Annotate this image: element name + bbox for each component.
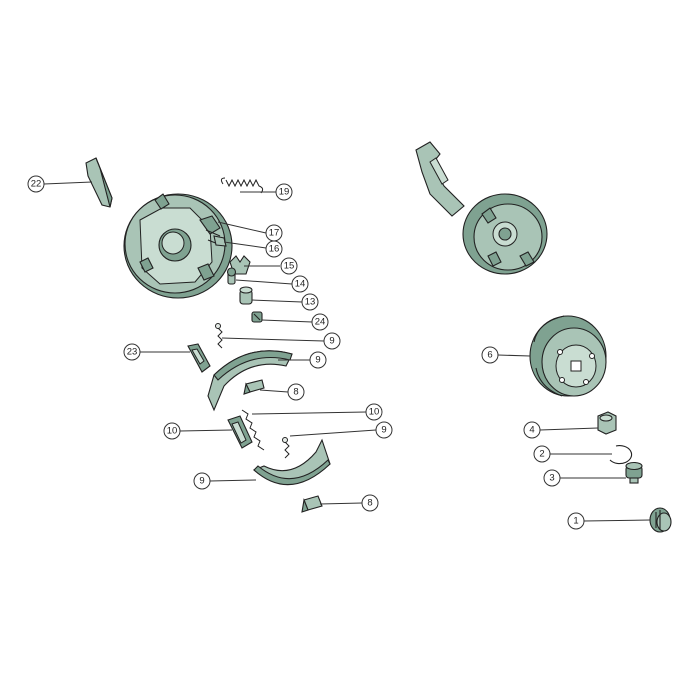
back-plate-assembly bbox=[123, 193, 233, 299]
callout-13: 13 bbox=[301, 293, 319, 311]
svg-text:24: 24 bbox=[315, 317, 326, 328]
part-19-spring bbox=[220, 177, 264, 194]
callout-19: 19 bbox=[275, 183, 293, 201]
svg-text:9: 9 bbox=[199, 476, 204, 487]
callout-16: 16 bbox=[265, 240, 283, 258]
callout-23: 23 bbox=[123, 343, 141, 361]
part-16-clip bbox=[213, 235, 227, 247]
callout-10-lower: 9 bbox=[375, 421, 393, 439]
callout-8-upper: 8 bbox=[287, 383, 305, 401]
part-23-adjuster bbox=[187, 343, 211, 373]
part-12-strut bbox=[227, 415, 253, 449]
part-10-spring-lower bbox=[282, 437, 290, 459]
svg-text:19: 19 bbox=[279, 187, 290, 198]
svg-text:10: 10 bbox=[369, 407, 380, 418]
part-4-nut bbox=[597, 411, 617, 435]
svg-text:16: 16 bbox=[269, 244, 280, 255]
svg-text:10: 10 bbox=[167, 426, 178, 437]
callout-14: 14 bbox=[291, 275, 309, 293]
part-8-clip-upper bbox=[243, 379, 265, 395]
svg-text:6: 6 bbox=[487, 350, 492, 361]
part-24-bolt bbox=[251, 311, 263, 323]
part-3-cap bbox=[625, 461, 643, 484]
part-9-brake-shoe-lower bbox=[252, 438, 331, 486]
svg-text:9: 9 bbox=[315, 355, 320, 366]
svg-text:9: 9 bbox=[329, 336, 334, 347]
axle-hub-assembly bbox=[415, 141, 548, 275]
svg-text:3: 3 bbox=[549, 473, 554, 484]
callout-24: 24 bbox=[311, 313, 329, 331]
svg-text:15: 15 bbox=[284, 261, 295, 272]
callout-9-lower: 9 bbox=[193, 472, 211, 490]
callout-3: 3 bbox=[543, 469, 561, 487]
part-13-bushing bbox=[239, 286, 253, 305]
svg-text:14: 14 bbox=[295, 279, 306, 290]
svg-text:17: 17 bbox=[269, 228, 280, 239]
callout-10-upper: 9 bbox=[323, 332, 341, 350]
svg-text:8: 8 bbox=[293, 387, 298, 398]
svg-text:4: 4 bbox=[529, 425, 534, 436]
callout-9-upper: 9 bbox=[309, 351, 327, 369]
svg-text:9: 9 bbox=[381, 425, 386, 436]
callout-12: 10 bbox=[163, 422, 181, 440]
part-1-hub-cap bbox=[649, 507, 672, 533]
svg-text:13: 13 bbox=[305, 297, 316, 308]
part-10-spring-upper bbox=[215, 323, 223, 349]
callout-4: 4 bbox=[523, 421, 541, 439]
svg-text:1: 1 bbox=[573, 516, 578, 527]
part-11-spring bbox=[241, 409, 265, 451]
callout-6: 6 bbox=[481, 346, 499, 364]
callout-11: 10 bbox=[365, 403, 383, 421]
svg-text:8: 8 bbox=[367, 498, 372, 509]
part-8-clip-lower bbox=[301, 495, 323, 513]
callout-8-lower: 8 bbox=[361, 494, 379, 512]
leader-lines bbox=[43, 181, 651, 522]
part-14-pin bbox=[226, 267, 237, 285]
callout-15: 15 bbox=[280, 257, 298, 275]
callout-1: 1 bbox=[567, 512, 585, 530]
callout-2: 2 bbox=[533, 445, 551, 463]
part-22-lever bbox=[85, 157, 113, 208]
part-6-brake-drum bbox=[529, 315, 607, 397]
part-2-circlip bbox=[609, 445, 633, 465]
svg-text:22: 22 bbox=[31, 179, 42, 190]
svg-text:2: 2 bbox=[539, 449, 544, 460]
callout-17: 17 bbox=[265, 224, 283, 242]
callout-22: 22 bbox=[27, 175, 45, 193]
svg-text:23: 23 bbox=[127, 347, 138, 358]
